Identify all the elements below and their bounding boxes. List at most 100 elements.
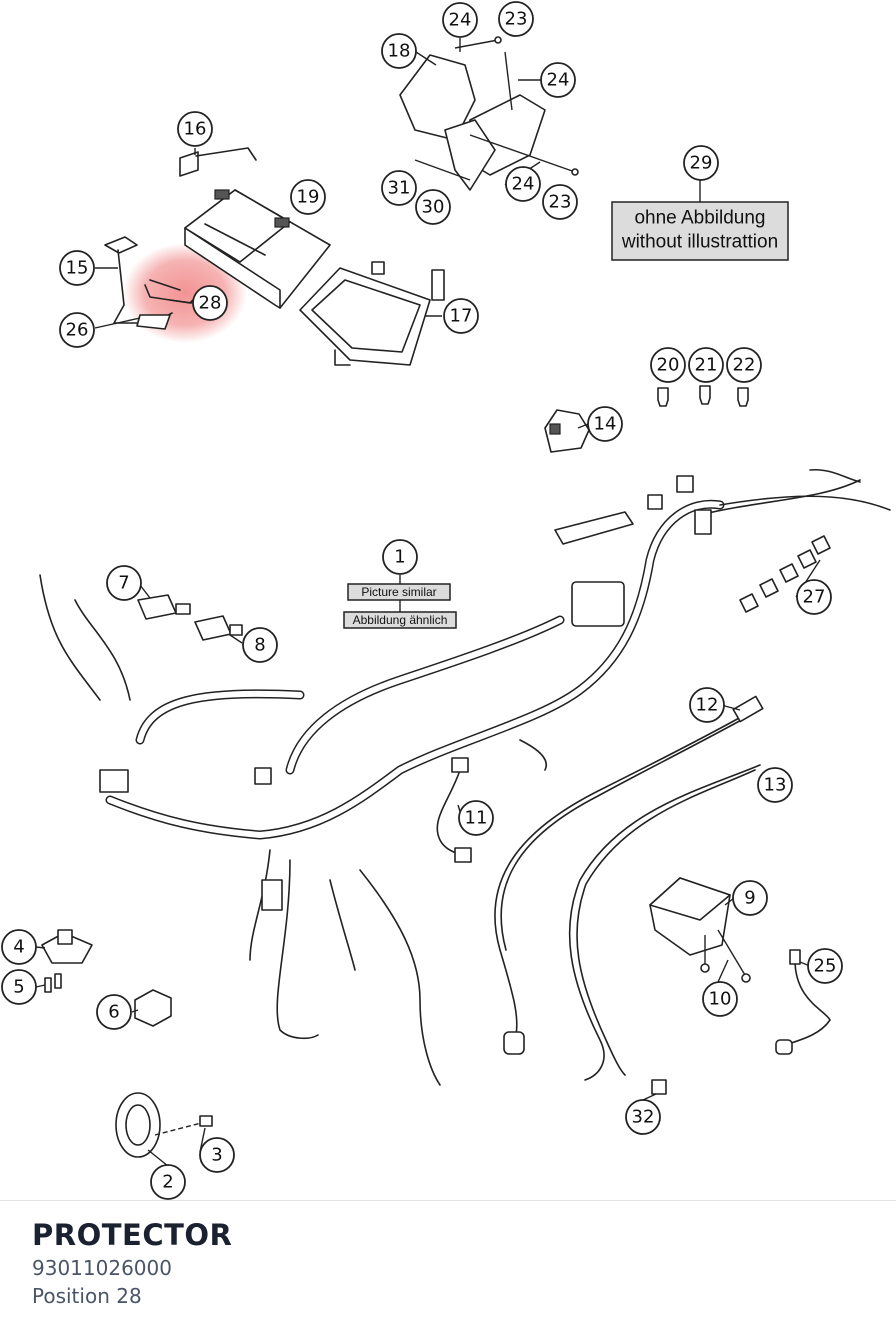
label-picture-similar-en: Picture similar bbox=[361, 585, 436, 599]
callout-30[interactable]: 30 bbox=[415, 189, 451, 225]
label-no-illustration: ohne Abbildung without illustrattion bbox=[611, 180, 789, 261]
callout-5[interactable]: 5 bbox=[1, 969, 37, 1005]
svg-text:10: 10 bbox=[709, 989, 732, 1010]
callout-20[interactable]: 20 bbox=[650, 347, 686, 383]
part-4[interactable] bbox=[41, 929, 93, 964]
svg-text:13: 13 bbox=[764, 775, 787, 796]
part-6[interactable] bbox=[134, 989, 172, 1027]
svg-text:27: 27 bbox=[803, 587, 826, 608]
part-battery[interactable] bbox=[184, 189, 331, 309]
callout-23-top[interactable]: 23 bbox=[498, 1, 534, 37]
callout-1[interactable]: 1 bbox=[382, 539, 418, 575]
regulator-9[interactable] bbox=[649, 877, 751, 983]
svg-text:17: 17 bbox=[450, 306, 473, 327]
callout-7[interactable]: 7 bbox=[106, 565, 142, 601]
callout-31[interactable]: 31 bbox=[381, 170, 417, 206]
svg-text:7: 7 bbox=[118, 573, 129, 594]
cable-12[interactable] bbox=[494, 695, 764, 1055]
svg-text:31: 31 bbox=[388, 178, 411, 199]
connector-set-27[interactable] bbox=[739, 535, 831, 613]
bolt-32[interactable] bbox=[651, 1079, 667, 1095]
relay-8[interactable] bbox=[194, 615, 243, 641]
callout-3[interactable]: 3 bbox=[199, 1137, 235, 1173]
svg-text:15: 15 bbox=[66, 258, 89, 279]
part-position: Position 28 bbox=[32, 1284, 142, 1308]
svg-text:8: 8 bbox=[254, 635, 265, 656]
svg-text:3: 3 bbox=[211, 1145, 222, 1166]
svg-text:14: 14 bbox=[594, 414, 617, 435]
svg-text:26: 26 bbox=[66, 320, 89, 341]
callout-24-bottom[interactable]: 24 bbox=[505, 166, 541, 202]
callout-23-bottom[interactable]: 23 bbox=[542, 184, 578, 220]
callout-17[interactable]: 17 bbox=[443, 298, 479, 334]
relay-7[interactable] bbox=[137, 594, 191, 620]
screws-5[interactable] bbox=[44, 973, 62, 993]
svg-text:4: 4 bbox=[13, 937, 24, 958]
callout-32[interactable]: 32 bbox=[625, 1099, 661, 1135]
svg-text:12: 12 bbox=[696, 695, 719, 716]
callout-18[interactable]: 18 bbox=[381, 33, 417, 69]
svg-text:32: 32 bbox=[632, 1107, 655, 1128]
horn-2[interactable] bbox=[115, 1092, 213, 1158]
callout-26[interactable]: 26 bbox=[59, 312, 95, 348]
label-no-illustration-en: without illustrattion bbox=[621, 232, 778, 253]
callout-27[interactable]: 27 bbox=[796, 579, 832, 615]
callout-22[interactable]: 22 bbox=[726, 347, 762, 383]
callout-8[interactable]: 8 bbox=[242, 627, 278, 663]
svg-text:16: 16 bbox=[184, 119, 207, 140]
label-picture-similar: Picture similar Abbildung ähnlich bbox=[343, 575, 457, 629]
part-battery-holder[interactable] bbox=[299, 261, 445, 366]
relay-fuses[interactable] bbox=[657, 385, 749, 407]
callout-9[interactable]: 9 bbox=[732, 880, 768, 916]
callout-12[interactable]: 12 bbox=[689, 687, 725, 723]
svg-text:24: 24 bbox=[449, 10, 472, 31]
label-no-illustration-de: ohne Abbildung bbox=[634, 208, 765, 229]
part-number: 93011026000 bbox=[32, 1256, 172, 1280]
svg-text:25: 25 bbox=[814, 956, 837, 977]
wiring-harness[interactable] bbox=[39, 468, 891, 1086]
callout-10[interactable]: 10 bbox=[702, 981, 738, 1017]
svg-text:29: 29 bbox=[690, 153, 713, 174]
part-bracket-assembly-18[interactable] bbox=[399, 36, 579, 191]
cable-13[interactable] bbox=[568, 764, 761, 1081]
cable-11[interactable] bbox=[436, 757, 472, 863]
label-picture-similar-de: Abbildung ähnlich bbox=[353, 613, 448, 627]
part-info-panel: PROTECTOR 93011026000 Position 28 bbox=[32, 1216, 232, 1310]
callout-29[interactable]: 29 bbox=[683, 145, 719, 181]
svg-text:21: 21 bbox=[695, 355, 718, 376]
callout-2[interactable]: 2 bbox=[150, 1164, 186, 1200]
callout-16[interactable]: 16 bbox=[177, 111, 213, 147]
cable-25[interactable] bbox=[775, 949, 831, 1055]
callout-15[interactable]: 15 bbox=[59, 250, 95, 286]
svg-text:23: 23 bbox=[505, 9, 528, 30]
svg-text:6: 6 bbox=[108, 1002, 119, 1023]
svg-text:2: 2 bbox=[162, 1172, 173, 1193]
part-bracket-15-26[interactable] bbox=[104, 236, 173, 330]
svg-text:5: 5 bbox=[13, 977, 24, 998]
callout-14[interactable]: 14 bbox=[587, 406, 623, 442]
callout-28[interactable]: 28 bbox=[192, 285, 228, 321]
divider bbox=[0, 1200, 896, 1201]
svg-text:20: 20 bbox=[657, 355, 680, 376]
svg-text:18: 18 bbox=[388, 41, 411, 62]
svg-text:28: 28 bbox=[199, 293, 222, 314]
callout-21[interactable]: 21 bbox=[688, 347, 724, 383]
svg-text:22: 22 bbox=[733, 355, 756, 376]
callout-11[interactable]: 11 bbox=[458, 800, 494, 836]
callout-24-top[interactable]: 24 bbox=[442, 2, 478, 38]
part-bracket-16[interactable] bbox=[179, 147, 257, 177]
diagram-canvas: ohne Abbildung without illustrattion Pic… bbox=[1, 1, 891, 1200]
callout-19[interactable]: 19 bbox=[290, 179, 326, 215]
part-14[interactable] bbox=[544, 409, 590, 453]
callout-6[interactable]: 6 bbox=[96, 994, 132, 1030]
svg-text:11: 11 bbox=[465, 808, 488, 829]
callout-24-right[interactable]: 24 bbox=[540, 62, 576, 98]
callout-25[interactable]: 25 bbox=[807, 948, 843, 984]
part-name: PROTECTOR bbox=[32, 1218, 233, 1252]
callout-4[interactable]: 4 bbox=[1, 929, 37, 965]
svg-text:1: 1 bbox=[394, 547, 405, 568]
svg-text:24: 24 bbox=[512, 174, 535, 195]
callout-13[interactable]: 13 bbox=[757, 767, 793, 803]
svg-text:23: 23 bbox=[549, 192, 572, 213]
exploded-parts-diagram: ohne Abbildung without illustrattion Pic… bbox=[1, 1, 891, 1200]
